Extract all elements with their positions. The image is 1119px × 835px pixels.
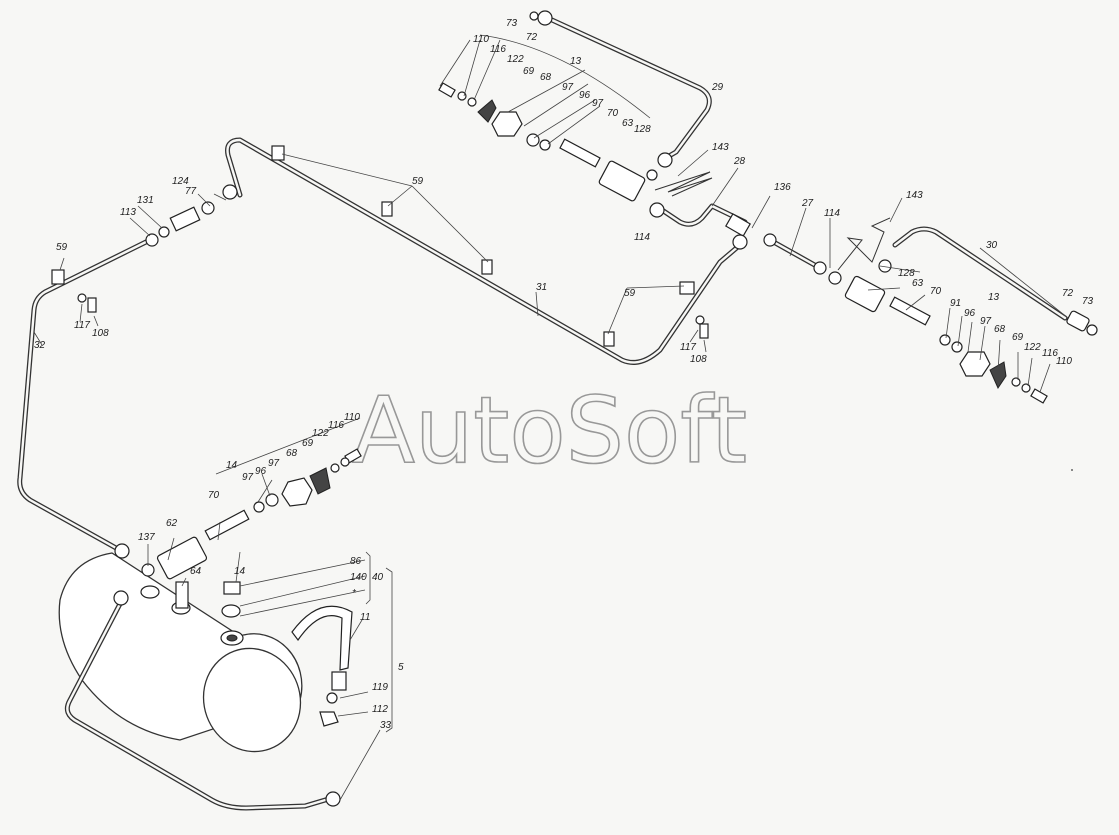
label: 108	[690, 354, 707, 365]
label: 68	[540, 72, 552, 83]
label: 108	[92, 328, 109, 339]
label: 86	[350, 556, 362, 567]
label: 143	[906, 190, 923, 201]
label: 124	[172, 176, 189, 187]
label: 117	[680, 342, 696, 353]
callout-labels: 73 72 110 116 122 13 69 68 97 96 97 29 7…	[34, 18, 1094, 731]
label: 70	[208, 490, 220, 501]
fittings	[51, 10, 1098, 807]
stray-dot	[1071, 469, 1073, 471]
label: 114	[824, 208, 840, 219]
label: 59	[412, 176, 424, 187]
label: 131	[137, 195, 154, 206]
pipe-30	[892, 226, 1068, 321]
label: 72	[526, 32, 538, 43]
label: 28	[733, 156, 746, 167]
label: 14	[226, 460, 238, 471]
label: 69	[302, 438, 314, 449]
label: 29	[711, 82, 724, 93]
label: 63	[622, 118, 634, 129]
label: 116	[1042, 348, 1058, 359]
label: 73	[506, 18, 518, 29]
label: 116	[490, 44, 506, 55]
label: 13	[988, 292, 1000, 303]
label: 91	[950, 298, 961, 309]
label: 128	[898, 268, 915, 279]
label: 64	[190, 566, 202, 577]
watermark: AutoSoft	[352, 377, 747, 484]
label: 122	[1024, 342, 1041, 353]
label: 5	[398, 662, 404, 673]
label: 77	[185, 186, 197, 197]
label: 68	[994, 324, 1006, 335]
label: 72	[1062, 288, 1074, 299]
label: 117	[74, 320, 90, 331]
label: 73	[1082, 296, 1094, 307]
pipe-31	[225, 137, 743, 365]
label: 13	[570, 56, 582, 67]
label: 96	[579, 90, 591, 101]
label: 97	[592, 98, 604, 109]
label: 69	[1012, 332, 1024, 343]
label: 31	[536, 282, 547, 293]
label: 143	[712, 142, 729, 153]
label: 136	[774, 182, 791, 193]
label: 140	[350, 572, 367, 583]
leader-lines	[33, 34, 1069, 801]
label: 33	[380, 720, 392, 731]
hose-143-left	[654, 171, 713, 197]
label: 68	[286, 448, 298, 459]
label: 97	[562, 82, 574, 93]
label: 70	[607, 108, 619, 119]
label: 14	[234, 566, 246, 577]
label: 97	[268, 458, 280, 469]
label: 110	[473, 34, 489, 45]
label: 114	[634, 232, 650, 243]
label: 40	[372, 572, 384, 583]
label: 27	[801, 198, 814, 209]
pipe-33	[64, 597, 335, 811]
label: 69	[523, 66, 535, 77]
label: 113	[120, 207, 136, 218]
label: 97	[242, 472, 254, 483]
label: 30	[986, 240, 998, 251]
label: 59	[56, 242, 68, 253]
label: 110	[1056, 356, 1072, 367]
label: 128	[634, 124, 651, 135]
label: 110	[344, 412, 360, 423]
label: 122	[312, 428, 329, 439]
label: 63	[912, 278, 924, 289]
label: 112	[372, 704, 388, 715]
pipe-32	[17, 237, 153, 556]
label: 62	[166, 518, 178, 529]
label: 59	[624, 288, 636, 299]
label: 96	[964, 308, 976, 319]
label: 122	[507, 54, 524, 65]
label: 96	[255, 466, 267, 477]
pipe-27	[767, 237, 823, 271]
label: 11	[360, 612, 370, 623]
label: *	[352, 588, 357, 599]
pipe-28	[659, 203, 748, 227]
pipe-29	[549, 17, 712, 163]
label: 32	[34, 340, 46, 351]
label: 116	[328, 420, 344, 431]
label: 119	[372, 682, 388, 693]
label: 97	[980, 316, 992, 327]
label: 137	[138, 532, 155, 543]
label: 70	[930, 286, 942, 297]
hose-143-right	[837, 217, 891, 271]
